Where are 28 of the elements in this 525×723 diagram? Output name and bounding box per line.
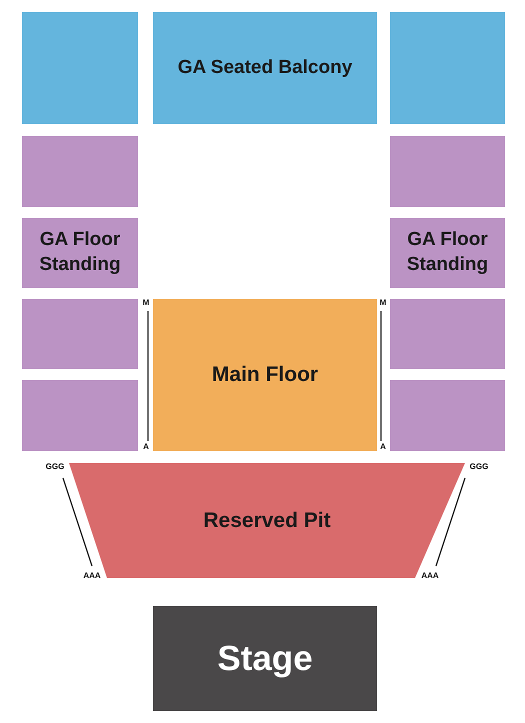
section-label: GA Floor Standing bbox=[38, 228, 122, 277]
section-label: Reserved Pit bbox=[202, 508, 332, 534]
seating-section bbox=[22, 218, 138, 288]
row-label: GGG bbox=[470, 463, 488, 471]
seating-section bbox=[153, 12, 377, 124]
seating-section bbox=[22, 299, 138, 369]
seating-section bbox=[390, 218, 505, 288]
row-label: M bbox=[142, 299, 150, 307]
row-label: M bbox=[380, 299, 386, 307]
row-label: A bbox=[143, 443, 149, 451]
seating-section bbox=[390, 136, 505, 207]
section-label: GA Seated Balcony bbox=[176, 56, 354, 80]
seating-section bbox=[69, 463, 465, 578]
seating-section bbox=[390, 299, 505, 369]
section-label: Stage bbox=[216, 638, 314, 680]
seating-section bbox=[390, 12, 505, 124]
seating-section bbox=[22, 380, 138, 451]
row-label: A bbox=[380, 443, 386, 451]
row-label: GGG bbox=[46, 463, 64, 471]
section-label: Main Floor bbox=[210, 362, 320, 388]
section-label: GA Floor Standing bbox=[406, 228, 490, 277]
seating-section bbox=[22, 136, 138, 207]
stage bbox=[153, 606, 377, 711]
row-label: AAA bbox=[83, 572, 101, 580]
seating-section bbox=[22, 12, 138, 124]
seating-section bbox=[153, 299, 377, 451]
seating-section bbox=[390, 380, 505, 451]
row-label: AAA bbox=[421, 572, 439, 580]
